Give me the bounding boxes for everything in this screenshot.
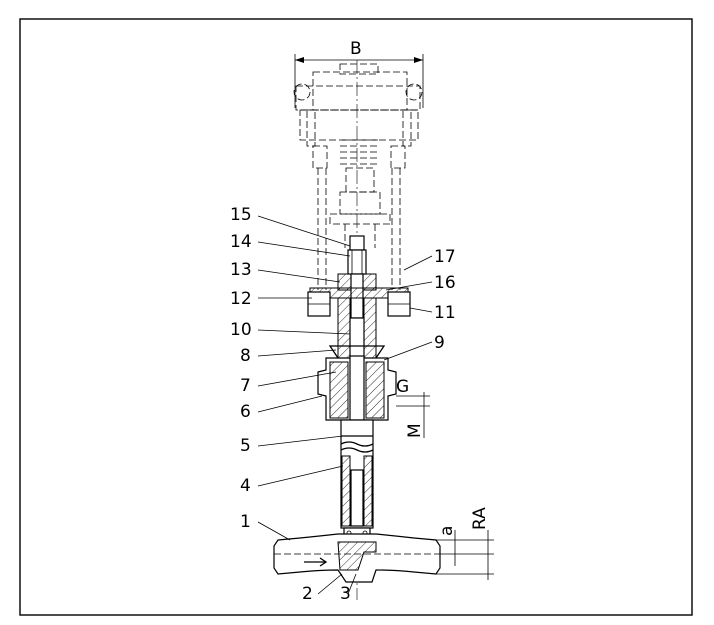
dimension-label-m: M — [405, 423, 425, 438]
part-label-12: 12 — [230, 289, 252, 309]
part-label-3: 3 — [340, 584, 351, 604]
part-label-9: 9 — [434, 333, 445, 353]
part-label-8: 8 — [240, 346, 251, 366]
part-label-17: 17 — [434, 247, 456, 267]
valve-body — [273, 533, 441, 583]
dimension-label-ra: RA — [470, 507, 490, 530]
dimension-label-b: B — [350, 39, 362, 59]
part-label-4: 4 — [240, 476, 251, 496]
dimension-a-ra — [436, 530, 494, 580]
dimension-label-a: a — [437, 526, 457, 536]
drawing-frame — [19, 18, 693, 616]
part-label-1: 1 — [240, 512, 251, 532]
part-label-14: 14 — [230, 232, 252, 252]
part-label-5: 5 — [240, 436, 251, 456]
actuator-outline — [293, 54, 424, 290]
part-label-7: 7 — [240, 376, 251, 396]
part-label-11: 11 — [434, 303, 456, 323]
dimension-label-g: G — [396, 377, 409, 397]
part-label-13: 13 — [230, 260, 252, 280]
part-label-10: 10 — [230, 320, 252, 340]
part-label-6: 6 — [240, 402, 251, 422]
part-label-2: 2 — [302, 584, 313, 604]
leader-lines — [257, 215, 433, 595]
dimension-g — [396, 392, 430, 438]
part-label-15: 15 — [230, 205, 252, 225]
stem-assembly — [307, 235, 411, 543]
part-label-16: 16 — [434, 273, 456, 293]
